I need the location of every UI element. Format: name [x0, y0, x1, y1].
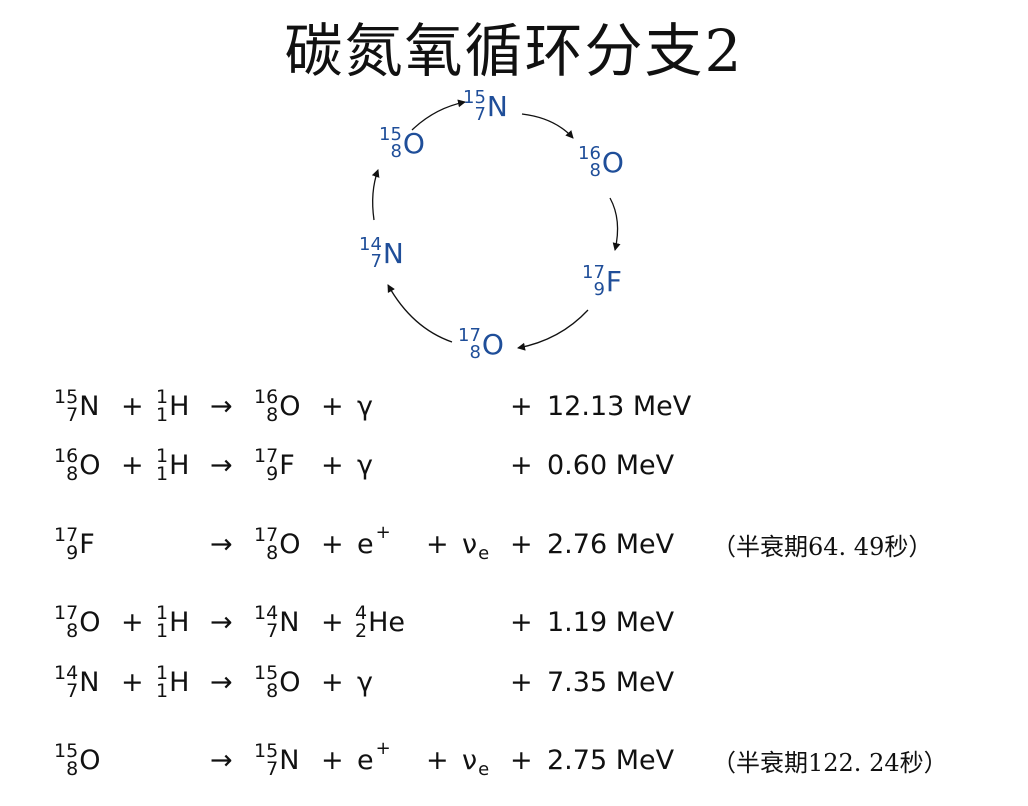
positron-symbol: e+ [357, 737, 391, 776]
plus-sign: + [321, 390, 344, 422]
energy-value: 2.76 MeV [547, 528, 675, 560]
plus-sign: + [121, 666, 144, 698]
reaction-arrow: → [210, 606, 233, 638]
reaction-arrow: → [210, 528, 233, 560]
energy-value: 1.19 MeV [547, 606, 675, 638]
plus-sign: + [510, 528, 533, 560]
plus-sign: + [510, 390, 533, 422]
plus-sign: + [121, 449, 144, 481]
plus-sign: + [510, 606, 533, 638]
cycle-diagram [371, 99, 621, 351]
plus-sign: + [510, 744, 533, 776]
plus-sign: + [510, 666, 533, 698]
cycle-arrow-f17-o17 [517, 309, 589, 351]
cycle-arrow-o16-f17 [609, 197, 621, 251]
plus-sign: + [121, 390, 144, 422]
half-life-note: （半衰期64. 49秒） [712, 532, 933, 561]
energy-value: 2.75 MeV [547, 744, 675, 776]
cycle-arrow-n14-o15 [371, 169, 380, 221]
reaction-arrow: → [210, 449, 233, 481]
reaction-arrow: → [210, 744, 233, 776]
plus-sign: + [510, 449, 533, 481]
plus-sign: + [121, 606, 144, 638]
gamma-symbol: γ [357, 449, 373, 481]
gamma-symbol: γ [357, 390, 373, 422]
energy-value: 0.60 MeV [547, 449, 675, 481]
plus-sign: + [426, 528, 449, 560]
plus-sign: + [321, 449, 344, 481]
reaction-arrow: → [210, 390, 233, 422]
plus-sign: + [426, 744, 449, 776]
positron-symbol: e+ [357, 521, 391, 560]
reaction-arrow: → [210, 666, 233, 698]
page-title: 碳氮氧循环分支2 [284, 17, 744, 85]
plus-sign: + [321, 606, 344, 638]
half-life-note: （半衰期122. 24秒） [712, 748, 948, 777]
energy-value: 12.13 MeV [547, 390, 692, 422]
energy-value: 7.35 MeV [547, 666, 675, 698]
plus-sign: + [321, 744, 344, 776]
cycle-arrow-n15-o16 [521, 113, 574, 139]
cycle-arrow-o15-n15 [411, 99, 466, 131]
plus-sign: + [321, 528, 344, 560]
plus-sign: + [321, 666, 344, 698]
cycle-arrow-o17-n14 [387, 284, 453, 343]
gamma-symbol: γ [357, 666, 373, 698]
